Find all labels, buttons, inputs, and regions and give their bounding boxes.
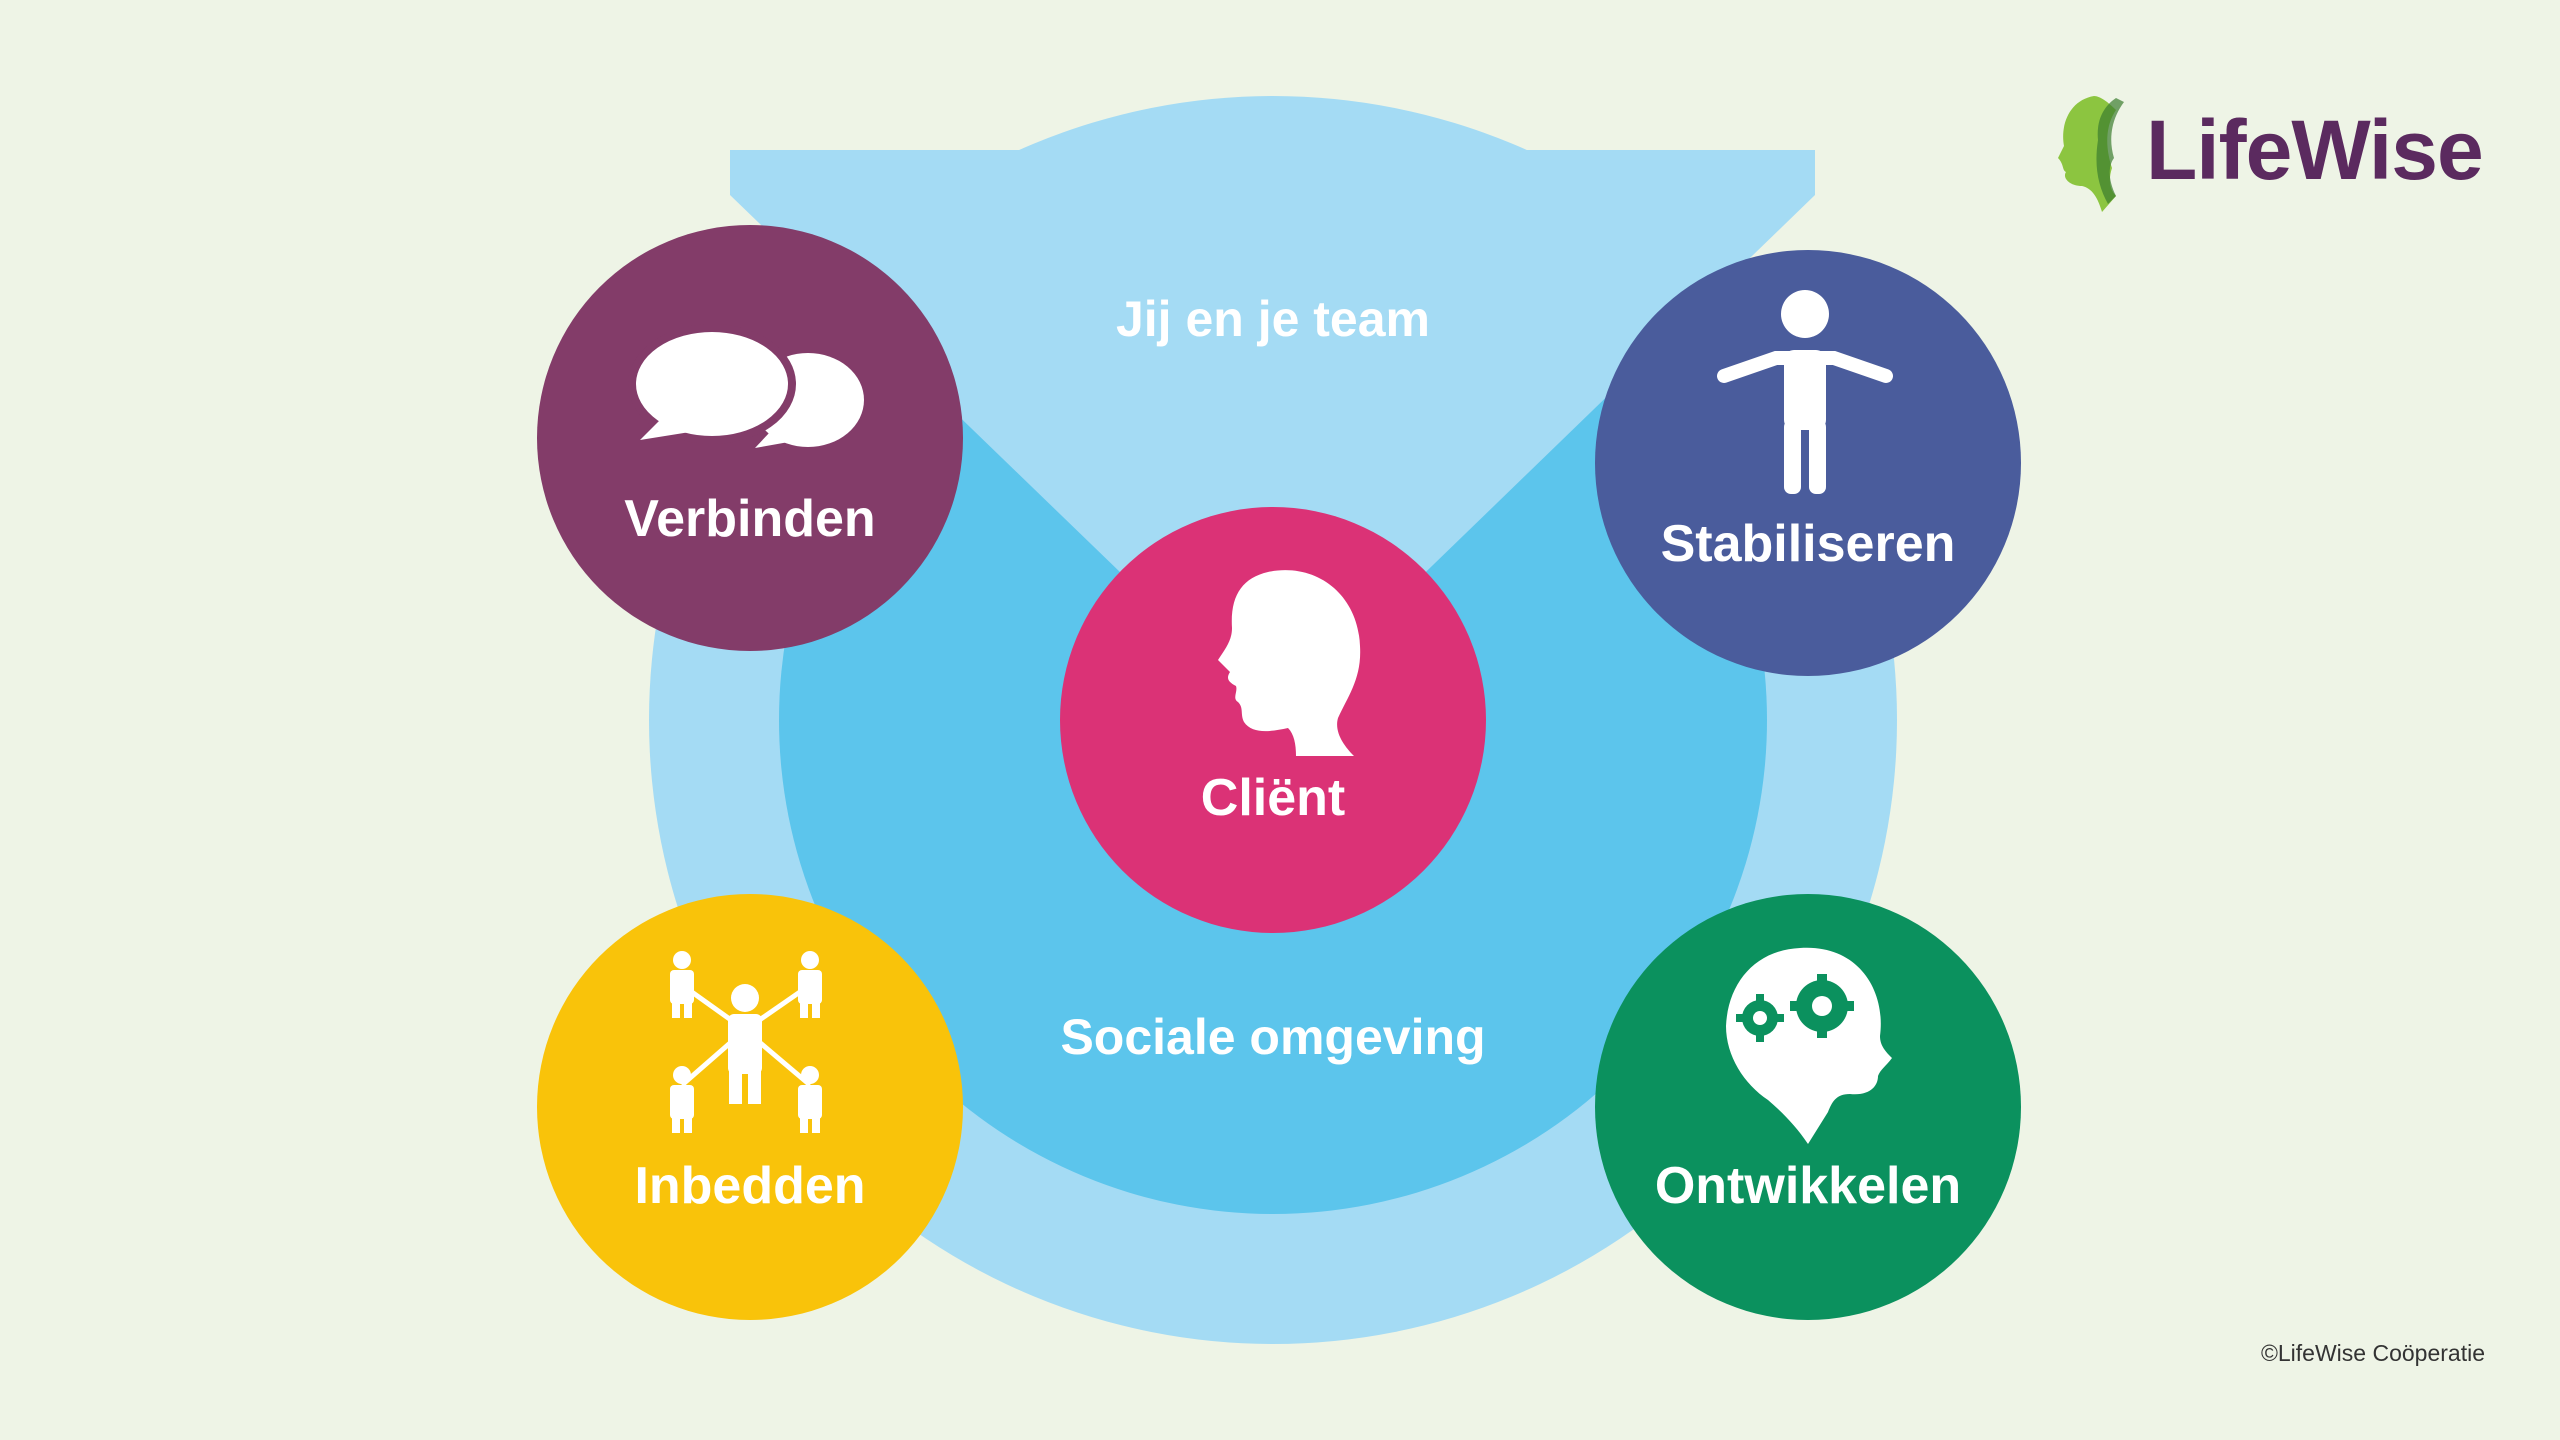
people-network-icon	[670, 951, 822, 1133]
head-profile-leaf-icon	[2058, 96, 2124, 212]
copyright-notice: ©LifeWise Coöperatie	[2260, 1340, 2485, 1366]
ontwikkelen-label: Ontwikkelen	[1654, 1157, 1962, 1215]
outer-ring-label: Jij en je team	[1115, 291, 1431, 347]
inbedden-label: Inbedden	[634, 1157, 866, 1215]
speech-bubbles-icon	[628, 324, 864, 448]
inner-ring-label: Sociale omgeving	[1060, 1009, 1486, 1065]
verbinden-label: Verbinden	[624, 490, 876, 548]
stabiliseren-label: Stabiliseren	[1660, 515, 1956, 573]
inbedden-circle[interactable]	[537, 894, 963, 1320]
head-profile-icon	[1218, 570, 1361, 756]
standing-person-icon	[1717, 290, 1893, 494]
logo-wordmark[interactable]: LifeWise	[2146, 103, 2484, 197]
team-wedge	[730, 150, 1815, 720]
client-label: Cliënt	[1200, 769, 1346, 827]
verbinden-circle[interactable]	[537, 225, 963, 651]
head-gears-icon	[1726, 947, 1892, 1144]
stabiliseren-circle[interactable]	[1595, 250, 2021, 676]
